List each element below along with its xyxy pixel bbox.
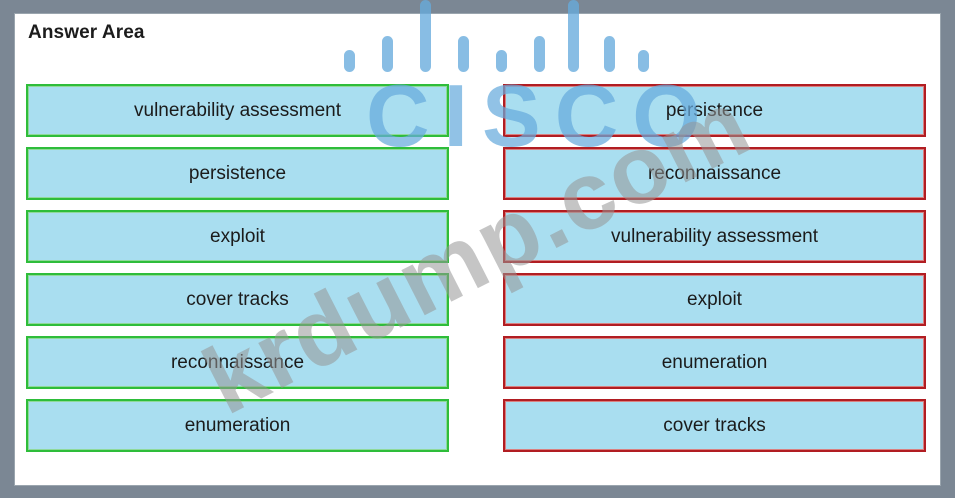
source-column: vulnerability assessment persistence exp…: [26, 84, 449, 452]
answer-slot-6[interactable]: cover tracks: [503, 399, 926, 452]
answer-area-title: Answer Area: [28, 22, 145, 43]
answer-slot-5[interactable]: enumeration: [503, 336, 926, 389]
source-item-persistence[interactable]: persistence: [26, 147, 449, 200]
source-item-cover-tracks[interactable]: cover tracks: [26, 273, 449, 326]
source-item-reconnaissance[interactable]: reconnaissance: [26, 336, 449, 389]
source-item-enumeration[interactable]: enumeration: [26, 399, 449, 452]
answer-slot-2[interactable]: reconnaissance: [503, 147, 926, 200]
answer-area-panel: Answer Area vulnerability assessment per…: [14, 13, 941, 486]
answer-slot-1[interactable]: persistence: [503, 84, 926, 137]
source-item-exploit[interactable]: exploit: [26, 210, 449, 263]
answer-column: persistence reconnaissance vulnerability…: [503, 84, 926, 452]
answer-slot-4[interactable]: exploit: [503, 273, 926, 326]
answer-slot-3[interactable]: vulnerability assessment: [503, 210, 926, 263]
source-item-vulnerability-assessment[interactable]: vulnerability assessment: [26, 84, 449, 137]
